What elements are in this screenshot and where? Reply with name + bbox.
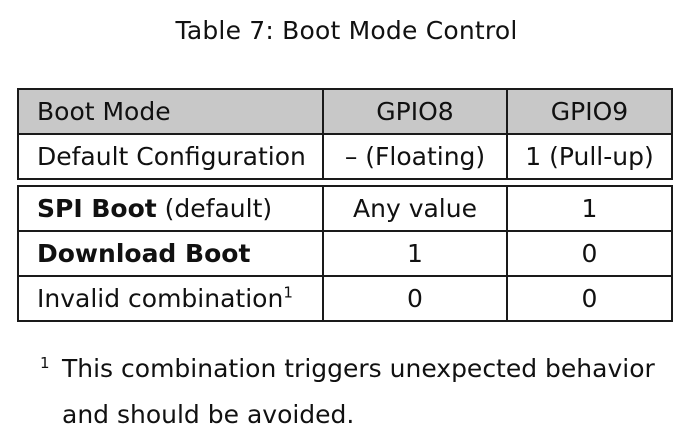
table-separator	[18, 178, 672, 187]
boot-mode-name: SPI Boot	[37, 194, 157, 223]
boot-mode-cell: Download Boot	[17, 230, 324, 277]
default-gpio9-value: 1 (Pull-up)	[506, 133, 673, 180]
default-config-row: Default Configuration – (Floating) 1 (Pu…	[17, 133, 673, 180]
table-caption: Table 7: Boot Mode Control	[175, 16, 518, 45]
header-boot-mode: Boot Mode	[17, 88, 324, 135]
gpio9-cell: 0	[506, 275, 673, 322]
footnote-mark: 1	[40, 354, 50, 372]
default-config-label: Default Configuration	[17, 133, 324, 180]
default-gpio8-value: – (Floating)	[322, 133, 508, 180]
gpio8-cell: 1	[322, 230, 508, 277]
boot-mode-cell: Invalid combination1	[17, 275, 324, 322]
table-header-row: Boot Mode GPIO8 GPIO9	[17, 88, 673, 135]
boot-mode-name: Download Boot	[37, 239, 251, 268]
footnote-reference: 1	[283, 283, 293, 302]
boot-mode-suffix: (default)	[156, 194, 273, 223]
gpio9-cell: 1	[506, 185, 673, 232]
table-row: SPI Boot (default) Any value 1	[17, 185, 673, 232]
boot-mode-table: Boot Mode GPIO8 GPIO9 Default Configurat…	[17, 88, 673, 322]
table-row: Invalid combination1 0 0	[17, 275, 673, 322]
boot-mode-cell: SPI Boot (default)	[17, 185, 324, 232]
footnote-text: This combination triggers unexpected beh…	[62, 354, 655, 429]
header-gpio8: GPIO8	[322, 88, 508, 135]
gpio8-cell: 0	[322, 275, 508, 322]
gpio8-cell: Any value	[322, 185, 508, 232]
header-gpio9: GPIO9	[506, 88, 673, 135]
gpio9-cell: 0	[506, 230, 673, 277]
table-row: Download Boot 1 0	[17, 230, 673, 277]
boot-mode-name: Invalid combination	[37, 284, 284, 313]
